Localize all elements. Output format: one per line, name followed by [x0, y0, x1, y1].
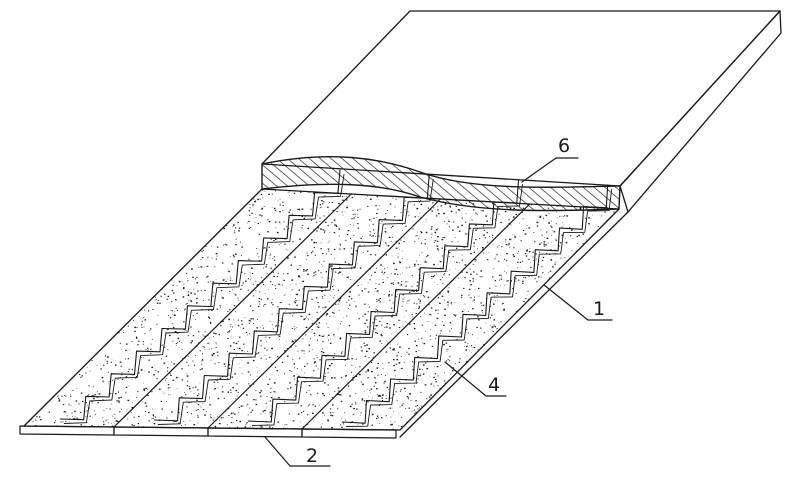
callout-6-label: 6 [558, 135, 570, 157]
strip-divider [301, 203, 531, 430]
zigzag-reinforcement-secondary [345, 189, 613, 427]
speckles [28, 189, 615, 430]
strip-panel [301, 428, 397, 439]
zigzag-reinforcement-secondary [157, 179, 434, 425]
strip-panel [113, 426, 209, 437]
leader-6 [521, 157, 579, 183]
zigzag-reinforcement-secondary [63, 174, 345, 424]
callout-2-label: 2 [306, 445, 318, 467]
zigzag-reinforcements [59, 169, 613, 427]
strip-dividers [113, 193, 531, 430]
leader-4 [444, 361, 507, 397]
strip-panels [19, 425, 397, 439]
slab-side-face [619, 10, 782, 213]
strip-panel [19, 425, 115, 436]
zigzag-reinforcement [247, 179, 520, 423]
callout-1-label: 1 [593, 298, 605, 320]
strip-divider [207, 198, 442, 429]
speckle-texture [28, 189, 615, 430]
callout-leaders [264, 157, 613, 467]
zigzag-reinforcement [153, 174, 430, 422]
hatched-cut-section [261, 155, 621, 212]
leader-1 [543, 284, 613, 321]
base-slab [261, 10, 782, 438]
callout-4-label: 4 [488, 374, 500, 396]
leader-2 [264, 436, 331, 467]
zigzag-reinforcement [59, 169, 341, 421]
strip-panel [207, 427, 303, 438]
zigzag-reinforcement [341, 184, 609, 424]
strip-divider [113, 193, 352, 428]
zigzag-reinforcement-secondary [251, 184, 523, 426]
slab-right-edge [399, 211, 629, 438]
